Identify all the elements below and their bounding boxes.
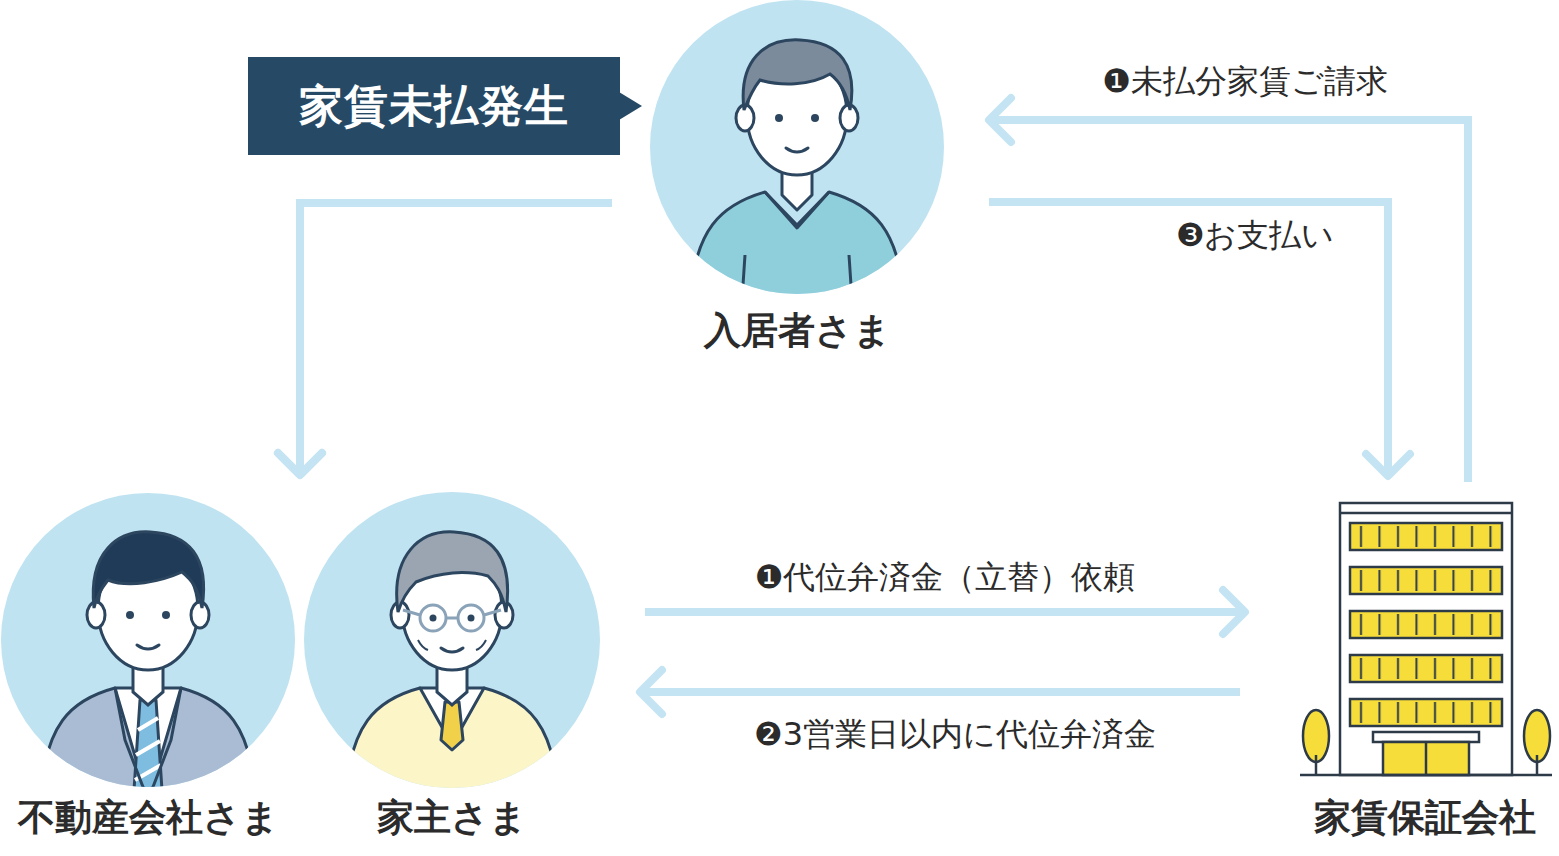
- flow-line: [989, 202, 1388, 476]
- party-label: 家主さま: [377, 793, 527, 843]
- party-label: 不動産会社さま: [18, 793, 279, 843]
- flow-line: [989, 120, 1468, 482]
- landlord-figure: [304, 492, 600, 800]
- tenant-node: 入居者さま: [650, 0, 944, 362]
- agent-figure: [1, 493, 295, 800]
- edge-label: ❷3営業日以内に代位弁済金: [748, 713, 1162, 757]
- edge-label: ❶未払分家賃ご請求: [1096, 60, 1394, 104]
- party-label: 家賃保証会社: [1314, 793, 1536, 843]
- building-icon: [1300, 503, 1552, 775]
- flow-arrow: [640, 670, 1240, 714]
- party-label: 入居者さま: [704, 306, 891, 356]
- tenant-figure: [650, 0, 944, 300]
- flow-line: [300, 203, 612, 475]
- company-node: 家賃保証会社: [1290, 482, 1559, 849]
- flow-arrow: [989, 98, 1468, 482]
- landlord-node: 家主さま: [304, 493, 600, 849]
- flow-line: [640, 688, 1240, 696]
- edge-label: ❶代位弁済金（立替）依頼: [749, 556, 1142, 600]
- flow-arrow: [278, 203, 612, 475]
- arrowhead: [1223, 590, 1245, 634]
- flow-line: [300, 203, 612, 475]
- edge-label: ❸お支払い: [1170, 214, 1341, 258]
- status-callout: 家賃未払発生: [248, 57, 620, 155]
- arrowhead: [278, 453, 322, 475]
- arrowhead: [989, 98, 1011, 142]
- flow-arrow: [278, 203, 612, 475]
- flow-arrow: [989, 202, 1410, 476]
- callout-text: 家賃未払発生: [299, 77, 569, 136]
- flow-line: [645, 608, 1245, 616]
- agent-node: 不動産会社さま: [0, 493, 296, 849]
- callout-pointer: [619, 92, 642, 120]
- arrowhead: [1366, 454, 1410, 476]
- arrowhead: [640, 670, 662, 714]
